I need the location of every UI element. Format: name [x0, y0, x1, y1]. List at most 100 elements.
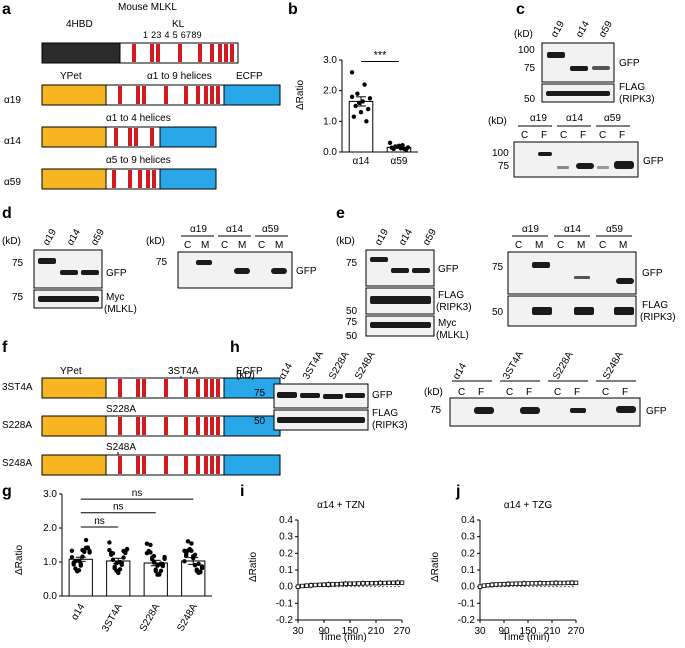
data-point: [382, 580, 387, 586]
panel-c: c (kD) α19 α14 α59 100 75 GFP 50 FLAG (R…: [488, 1, 664, 178]
x-tick-label: 270: [394, 626, 411, 637]
data-point: [362, 82, 367, 87]
data-point: [349, 70, 355, 75]
h-gfp-label2: GFP: [646, 406, 667, 417]
data-point: [330, 582, 335, 587]
i-ylabel: ΔRatio: [248, 552, 259, 582]
significance-label: ns: [132, 488, 143, 499]
c-ripk3-label: (RIPK3): [619, 94, 655, 105]
c-cf-label: F: [619, 130, 625, 141]
data-point: [144, 541, 150, 546]
e-myc-band: [370, 322, 431, 328]
data-point: [356, 581, 361, 586]
helix-stripe: [210, 456, 214, 474]
kl-helix-stripes: [132, 44, 234, 62]
data-point: [395, 580, 400, 585]
panel-label-h: h: [230, 339, 240, 356]
panel-label-c: c: [516, 1, 525, 18]
helix-stripe: [164, 417, 168, 435]
data-point: [373, 580, 379, 586]
y-tick-label: 0.1: [279, 565, 293, 576]
data-point: [505, 581, 511, 587]
c-cf-label: F: [580, 130, 586, 141]
c-gfp-blot: [541, 42, 615, 83]
y-tick-label: 1.0: [43, 557, 57, 568]
data-point: [481, 583, 487, 588]
h-cf: C: [602, 387, 609, 398]
helix-numbers: 1 23 4 5 6789: [143, 30, 202, 40]
data-point: [114, 568, 119, 573]
helix-stripe: [210, 86, 214, 104]
c-kd2: (kD): [488, 116, 507, 127]
h-mw2: 75: [430, 405, 442, 416]
helix-stripe: [134, 128, 138, 146]
y-tick-label: 0.0: [279, 582, 293, 593]
data-point: [295, 584, 301, 589]
data-point: [533, 581, 539, 586]
ecfp-bar: [223, 84, 281, 106]
f-ecfp-label: ECFP: [236, 366, 263, 377]
e-cm-a14: α14: [564, 224, 581, 235]
e-gfp-label2: GFP: [642, 268, 663, 279]
c-cf-label: F: [541, 130, 547, 141]
panel-label-a: a: [2, 1, 11, 18]
a19-helix-stripes: [118, 86, 220, 104]
data-point: [357, 100, 362, 106]
d-gfp-label2: GFP: [296, 266, 317, 277]
y-tick-label: -0.2: [458, 615, 476, 626]
d-band: [234, 268, 250, 274]
e-cm: C: [515, 240, 522, 251]
e-mw2-50: 50: [492, 307, 504, 318]
helix-stripe: [204, 456, 208, 474]
h-kd: (kD): [236, 370, 255, 381]
data-point: [399, 580, 405, 585]
x-tick-label: 270: [568, 626, 585, 637]
j-xlabel: Time (min): [502, 632, 549, 643]
helix-stripe: [128, 128, 132, 146]
f-helix-stripes: [118, 379, 220, 397]
h-lane2: 3ST4A: [501, 349, 526, 381]
e-band: [370, 257, 388, 262]
d-gfp-label: GFP: [106, 268, 127, 279]
helix-stripe: [118, 379, 122, 397]
x-tick-label: 210: [368, 626, 385, 637]
c-cf-a19: α19: [530, 113, 547, 124]
e-mw-50b: 50: [346, 331, 358, 342]
data-point: [112, 564, 117, 570]
h-gfp-label: GFP: [372, 390, 393, 401]
x-tick-label: α59: [391, 156, 408, 167]
d-cm-a19: α19: [190, 224, 207, 235]
d-myc-label: Myc: [106, 292, 124, 303]
h-lane2: α14: [451, 361, 469, 382]
helix-stripe: [210, 379, 214, 397]
data-point: [189, 548, 194, 553]
h-mw-50: 50: [254, 416, 266, 427]
helix-stripe: [204, 86, 208, 104]
helix-stripe: [136, 379, 140, 397]
c-band: [597, 166, 609, 169]
e-band: [574, 276, 590, 279]
data-point: [541, 580, 547, 586]
data-point: [549, 580, 555, 586]
helix-stripe: [150, 128, 154, 146]
h-cf: C: [554, 387, 561, 398]
d-cm: C: [184, 240, 191, 251]
x-tick-label: 30: [474, 626, 486, 637]
data-point: [300, 583, 305, 589]
panel-d: d (kD) α19 α14 α59 75 GFP 75 Myc (MLKL) …: [2, 205, 317, 315]
data-point: [73, 566, 78, 571]
d-cm: M: [275, 240, 283, 251]
panel-label-d: d: [2, 205, 12, 222]
ypet-bar: [41, 126, 107, 148]
panel-f: f YPet 3ST4A ECFP 3ST4A S228A S228A S248…: [2, 339, 281, 476]
c-cf-a59: α59: [604, 113, 621, 124]
h-cf-blot: [449, 397, 641, 427]
data-point: [313, 582, 318, 588]
data-point: [83, 537, 89, 543]
helix-stripe: [184, 379, 188, 397]
data-point: [146, 549, 151, 554]
h-cf: F: [622, 387, 628, 398]
helix-stripe: [184, 86, 188, 104]
data-point: [183, 553, 189, 559]
